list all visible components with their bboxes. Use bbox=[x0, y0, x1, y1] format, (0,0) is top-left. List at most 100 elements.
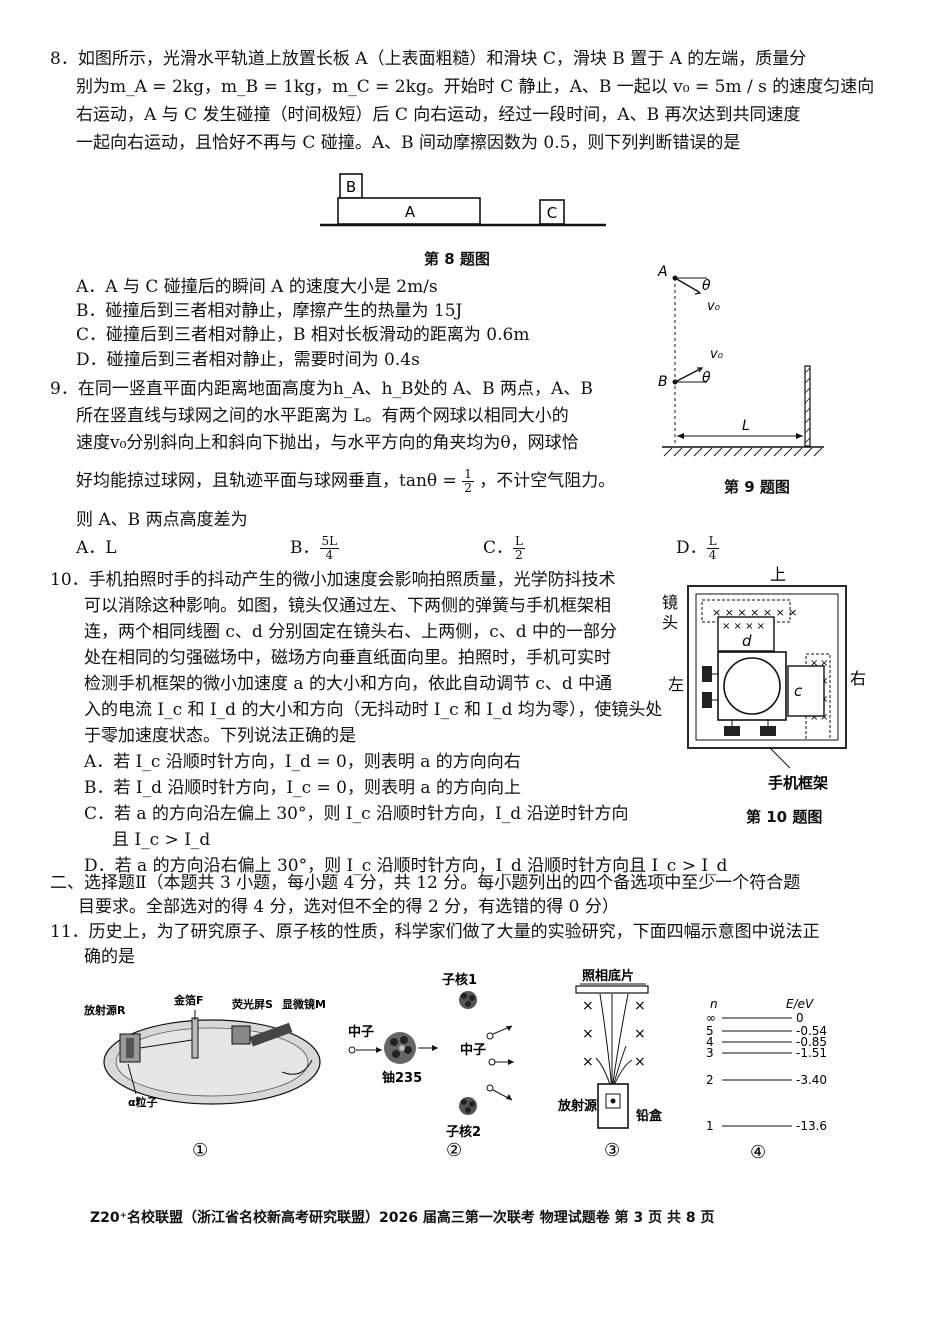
q8-line-3: 右运动，A 与 C 发生碰撞（时间极短）后 C 向右运动，经过一段时间，A、B … bbox=[76, 105, 801, 125]
q10-option-c-1: C．若 a 的方向沿左偏上 30°，则 I_c 沿顺时针方向，I_d 沿逆时针方… bbox=[84, 804, 629, 824]
fig4-n-label: n bbox=[710, 997, 718, 1011]
svg-text:×: × bbox=[582, 1026, 594, 1042]
energy-level-n: 3 bbox=[706, 1046, 714, 1060]
block-c bbox=[539, 199, 565, 225]
q8-option-a: A．A 与 C 碰撞后的瞬间 A 的速度大小是 2m/s bbox=[76, 277, 438, 297]
page-footer: Z20⁺名校联盟（浙江省名校新高考研究联盟）2026 届高三第一次联考 物理试题… bbox=[90, 1210, 715, 1226]
energy-level-n: 5 bbox=[706, 1024, 714, 1038]
label-b: B bbox=[346, 178, 356, 196]
net bbox=[804, 365, 811, 447]
q9-line-5: 则 A、B 两点高度差为 bbox=[76, 510, 248, 530]
svg-text:×: × bbox=[820, 712, 828, 723]
fig2-number: ② bbox=[446, 1140, 462, 1161]
q9-line-4b: ，不计空气阻力。 bbox=[479, 471, 616, 491]
q11-figure-3: 照相底片 ×× ×× ×× 放射源 铅盒 ③ bbox=[557, 968, 663, 1161]
lens bbox=[723, 657, 781, 715]
phone-frame bbox=[687, 585, 847, 749]
q10-option-a: A．若 I_c 沿顺时针方向，I_d = 0，则表明 a 的方向向右 bbox=[84, 752, 521, 772]
fig1-screen: 荧光屏S bbox=[232, 997, 273, 1011]
q11-line-1: 11．历史上，为了研究原子、原子核的性质，科学家们做了大量的实验研究，下面四幅示… bbox=[50, 922, 820, 942]
point-a-label: A bbox=[657, 264, 668, 280]
label-lens-1: 镜 bbox=[662, 593, 678, 612]
fig1-alpha: α粒子 bbox=[128, 1095, 158, 1109]
v0-b: v₀ bbox=[710, 347, 724, 362]
energy-level-e: -0.85 bbox=[796, 1035, 827, 1049]
q10-line-3: 连，两个相同线圈 c、d 分别固定在镜头右、上两侧，c、d 中的一部分 bbox=[84, 622, 618, 642]
fig1-microscope: 显微镜M bbox=[282, 997, 326, 1011]
q11-figure-2: 子核1 中子 铀235 中子 子核2 ② bbox=[348, 972, 514, 1161]
q10-fig-caption: 第 10 题图 bbox=[746, 808, 823, 826]
q11-figure-4: n E/eV ∞05-0.544-0.853-1.512-3.401-13.6 … bbox=[706, 997, 827, 1163]
board-a bbox=[337, 197, 481, 225]
label-c: C bbox=[547, 204, 557, 222]
svg-text:×: × bbox=[634, 1026, 646, 1042]
q10-option-d: D．若 a 的方向沿右偏上 30°，则 I_c 沿顺时针方向，I_d 沿顺时针方… bbox=[84, 856, 728, 876]
label-up: 上 bbox=[770, 565, 786, 584]
q10-line-1: 10．手机拍照时手的抖动产生的微小加速度会影响拍照质量，光学防抖技术 bbox=[50, 570, 616, 590]
q8-option-d: D．碰撞后到三者相对静止，需要时间为 0.4s bbox=[76, 350, 420, 370]
q9-line-4a: 好均能掠过球网，且轨迹平面与球网垂直，tanθ = bbox=[76, 471, 457, 491]
svg-text:×: × bbox=[634, 1054, 646, 1070]
q10-option-c-2: 且 I_c > I_d bbox=[112, 830, 211, 850]
svg-text:×: × bbox=[582, 1054, 594, 1070]
coil-c-label: c bbox=[794, 682, 803, 700]
q10-line-5: 检测手机框架的微小加速度 a 的大小和方向，依此自动调节 c、d 中通 bbox=[84, 674, 613, 694]
section-2-line-1: 二、选择题Ⅱ（本题共 3 小题，每小题 4 分，共 12 分。每小题列出的四个备… bbox=[50, 873, 801, 893]
fig1-source: 放射源R bbox=[83, 1003, 126, 1017]
energy-level-n: 1 bbox=[706, 1119, 714, 1133]
q8-line-1: 8．如图所示，光滑水平轨道上放置长板 A（上表面粗糙）和滑块 C，滑块 B 置于… bbox=[50, 49, 807, 69]
fig2-neutron-in: 中子 bbox=[348, 1024, 374, 1040]
fig3-number: ③ bbox=[604, 1140, 620, 1161]
fig3-plate: 照相底片 bbox=[582, 968, 634, 984]
coil-c bbox=[787, 665, 825, 717]
energy-level-e: -3.40 bbox=[796, 1073, 827, 1087]
q10-line-4: 处在相同的匀强磁场中，磁场方向垂直纸面向里。拍照时，手机可实时 bbox=[84, 648, 611, 668]
q10-line-7: 于零加速度状态。下列说法正确的是 bbox=[84, 726, 356, 746]
distance-l: L bbox=[742, 418, 750, 434]
svg-text:×: × bbox=[810, 712, 818, 723]
q9-line-1: 9．在同一竖直平面内距离地面高度为h_A、h_B处的 A、B 两点，A、B bbox=[50, 379, 593, 399]
fig2-daughter-2: 子核2 bbox=[446, 1124, 481, 1140]
coil-d bbox=[717, 616, 775, 652]
svg-text:× × × × × × ×: × × × × × × × bbox=[712, 606, 798, 619]
energy-levels: ∞05-0.544-0.853-1.512-3.401-13.6 bbox=[706, 1011, 827, 1133]
fig4-e-label: E/eV bbox=[786, 997, 814, 1011]
fig2-uranium: 铀235 bbox=[382, 1070, 422, 1086]
label-a: A bbox=[405, 203, 416, 221]
svg-text:×: × bbox=[810, 658, 818, 669]
fig2-daughter-1: 子核1 bbox=[442, 972, 477, 988]
q9-line-2: 所在竖直线与球网之间的水平距离为 L。有两个网球以相同大小的 bbox=[76, 406, 569, 426]
q9-figure: A θ v₀ B θ v₀ L bbox=[657, 264, 824, 457]
svg-text:× × × ×: × × × × bbox=[722, 621, 765, 632]
svg-text:×: × bbox=[820, 658, 828, 669]
q8-fig-caption: 第 8 题图 bbox=[424, 250, 490, 268]
coil-d-label: d bbox=[742, 632, 752, 650]
q8-line-2: 别为m_A = 2kg，m_B = 1kg，m_C = 2kg。开始时 C 静止… bbox=[76, 77, 875, 97]
q10-option-b: B．若 I_d 沿顺时针方向，I_c = 0，则表明 a 的方向向上 bbox=[84, 778, 521, 798]
svg-text:×: × bbox=[634, 998, 646, 1014]
label-lens-2: 头 bbox=[662, 613, 678, 632]
q11-line-2: 确的是 bbox=[84, 947, 135, 967]
energy-level-e: 0 bbox=[796, 1011, 804, 1025]
theta-a: θ bbox=[702, 278, 711, 294]
q8-option-c: C．碰撞后到三者相对静止，B 相对长板滑动的距离为 0.6m bbox=[76, 325, 530, 345]
q8-line-4: 一起向右运动，且恰好不再与 C 碰撞。A、B 间动摩擦因数为 0.5，则下列判断… bbox=[76, 133, 741, 153]
fig3-source: 放射源 bbox=[557, 1098, 597, 1114]
energy-level-e: -13.6 bbox=[796, 1119, 827, 1133]
q9-line-3: 速度v₀分别斜向上和斜向下抛出，与水平方向的角夹均为θ，网球恰 bbox=[76, 433, 579, 453]
energy-level-n: 4 bbox=[706, 1035, 714, 1049]
q9-option-a: A．L bbox=[76, 538, 117, 558]
label-phone-frame: 手机框架 bbox=[768, 774, 828, 792]
q8-option-b: B．碰撞后到三者相对静止，摩擦产生的热量为 15J bbox=[76, 301, 463, 321]
energy-level-e: -0.54 bbox=[796, 1024, 827, 1038]
fig4-number: ④ bbox=[750, 1142, 766, 1163]
svg-text:×: × bbox=[582, 998, 594, 1014]
section-2-line-2: 目要求。全部选对的得 4 分，选对但不全的得 2 分，有选错的得 0 分） bbox=[78, 897, 619, 917]
q10-line-2: 可以消除这种影响。如图，镜头仅通过左、下两侧的弹簧与手机框架相 bbox=[84, 596, 611, 616]
q10-line-6: 入的电流 I_c 和 I_d 的大小和方向（无抖动时 I_c 和 I_d 均为零… bbox=[84, 700, 663, 720]
q11-figure-1: 放射源R 金箔F 荧光屏S 显微镜M α粒子 ① bbox=[83, 993, 326, 1161]
